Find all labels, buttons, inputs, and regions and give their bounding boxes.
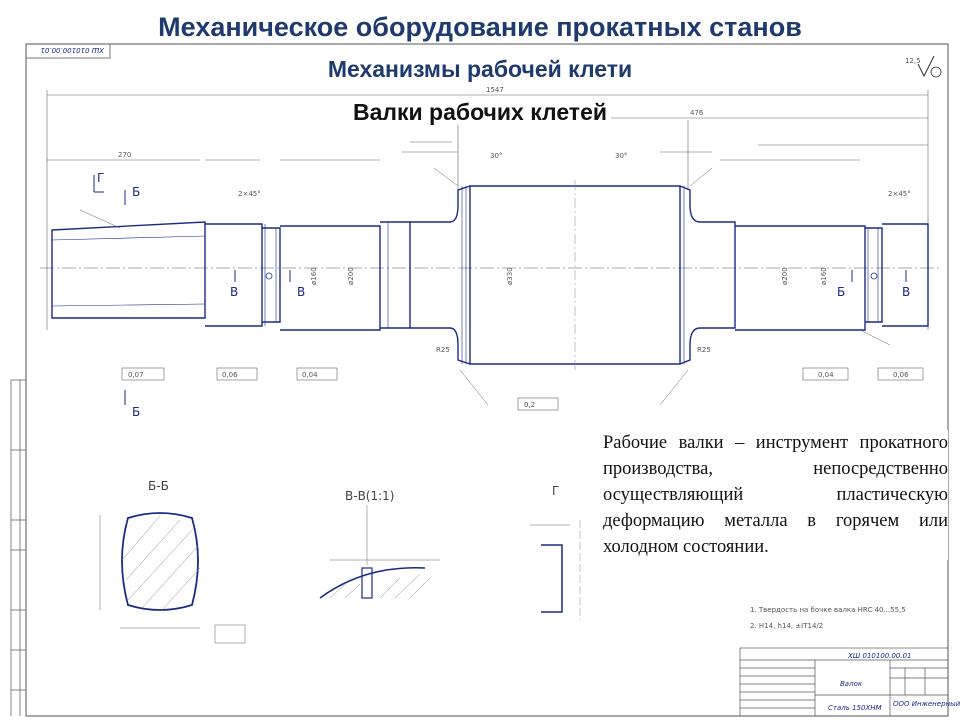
section-vv-drawing xyxy=(319,505,440,599)
dim-total: 1547 xyxy=(486,86,504,94)
dim-right-length: 476 xyxy=(690,109,704,117)
tol-right-journal: 0,04 xyxy=(818,371,834,379)
section-bb-label: Б-Б xyxy=(148,479,169,493)
view-g-drawing xyxy=(530,520,581,620)
drawing-note-2: 2. H14, h14, ±IT14/2 xyxy=(750,622,823,630)
title-block-material: Сталь 150ХНМ xyxy=(828,704,882,712)
dim-chamfer-left: 2×45° xyxy=(238,190,261,198)
tol-left-end: 0,07 xyxy=(128,371,144,379)
tol-left-journal: 0,04 xyxy=(302,371,318,379)
section-mark-b-right: Б xyxy=(837,285,845,299)
section-mark-v-2: В xyxy=(297,285,305,299)
title-block-name: Валок xyxy=(840,680,863,688)
view-g-label: Г xyxy=(552,484,559,498)
roughness-mark: 12,5 xyxy=(905,55,942,78)
dim-neck-diameter-right: ø200 xyxy=(781,267,789,285)
section-bb-drawing xyxy=(99,512,246,644)
tol-barrel: 0,2 xyxy=(524,401,535,409)
dim-radius-right: R25 xyxy=(697,346,711,354)
tol-left-seat: 0,06 xyxy=(222,371,238,379)
title-block-code: ХШ 010100.00.01 xyxy=(847,652,912,660)
tol-right-seat: 0,06 xyxy=(893,371,909,379)
dim-journal-diameter-right: ø160 xyxy=(820,267,828,285)
shaft-outline xyxy=(51,185,929,365)
dim-angle-right: 30° xyxy=(615,152,627,160)
svg-text:12,5: 12,5 xyxy=(905,57,921,65)
section-mark-v-right: В xyxy=(902,285,910,299)
dim-barrel-diameter: ø330 xyxy=(506,267,514,285)
slide-heading: Валки рабочих клетей xyxy=(0,99,960,126)
section-vv-label: В-В(1:1) xyxy=(345,489,394,503)
dim-angle-left: 30° xyxy=(490,152,502,160)
doc-code-top-stamp: ХШ 010100.00.01 xyxy=(41,46,106,54)
view-mark-g: Г xyxy=(97,171,104,185)
dim-neck-diameter-left: ø200 xyxy=(347,267,355,285)
slide-heading-text: Валки рабочих клетей xyxy=(348,99,612,125)
section-mark-b-top: Б xyxy=(132,185,140,199)
dim-journal-diameter-left: ø160 xyxy=(310,267,318,285)
section-mark-b-bottom: Б xyxy=(132,405,140,419)
drawing-note-1: 1. Твердость на бочке валка HRC 40...55,… xyxy=(750,606,906,614)
dim-chamfer-right: 2×45° xyxy=(888,190,911,198)
dim-left-length: 270 xyxy=(118,151,131,159)
title-block xyxy=(739,647,949,717)
description-text: Рабочие валки – инструмент прокатного пр… xyxy=(603,430,948,560)
section-mark-v-1: В xyxy=(230,285,238,299)
slide-title: Механическое оборудование прокатных стан… xyxy=(158,12,802,42)
slide-subtitle: Механизмы рабочей клети xyxy=(327,56,633,82)
dim-radius-left: R25 xyxy=(436,346,450,354)
title-block-org: ООО Инженерный центр xyxy=(893,700,960,708)
